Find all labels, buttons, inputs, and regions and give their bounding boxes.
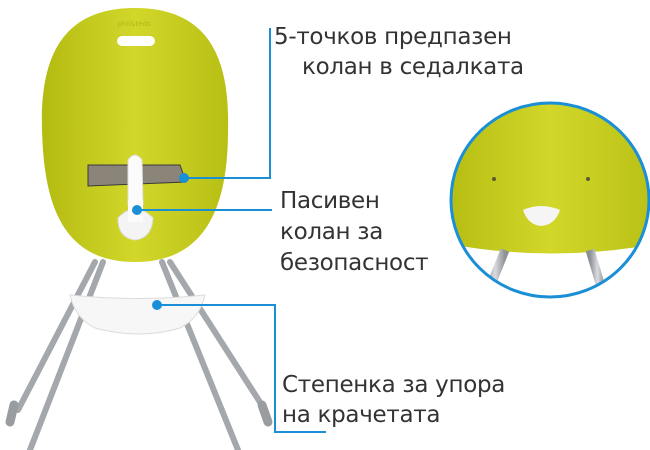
seat-detail-zoom xyxy=(451,103,649,297)
callout-dot-passive-belt xyxy=(132,205,142,215)
zoom-circle-outline xyxy=(449,101,650,299)
callout-passive-belt-label: Пасивен колан за безопасност xyxy=(280,188,429,276)
seat-logo: phil&teds xyxy=(117,20,151,28)
crotch-post xyxy=(127,154,144,206)
callout-dot-footrest xyxy=(152,300,162,310)
seat-shell xyxy=(41,8,229,262)
callout-footrest-label: Степенка за упора на крачетата xyxy=(282,372,506,428)
chair-legs xyxy=(15,259,268,450)
callout-harness-label: 5-точков предпазен колан в седалката xyxy=(274,24,524,80)
callout-dot-harness xyxy=(179,173,189,183)
footrest xyxy=(69,294,206,335)
callout-line-harness xyxy=(184,28,271,179)
seat-handle xyxy=(117,36,155,46)
callout-line-footrest xyxy=(157,304,326,433)
